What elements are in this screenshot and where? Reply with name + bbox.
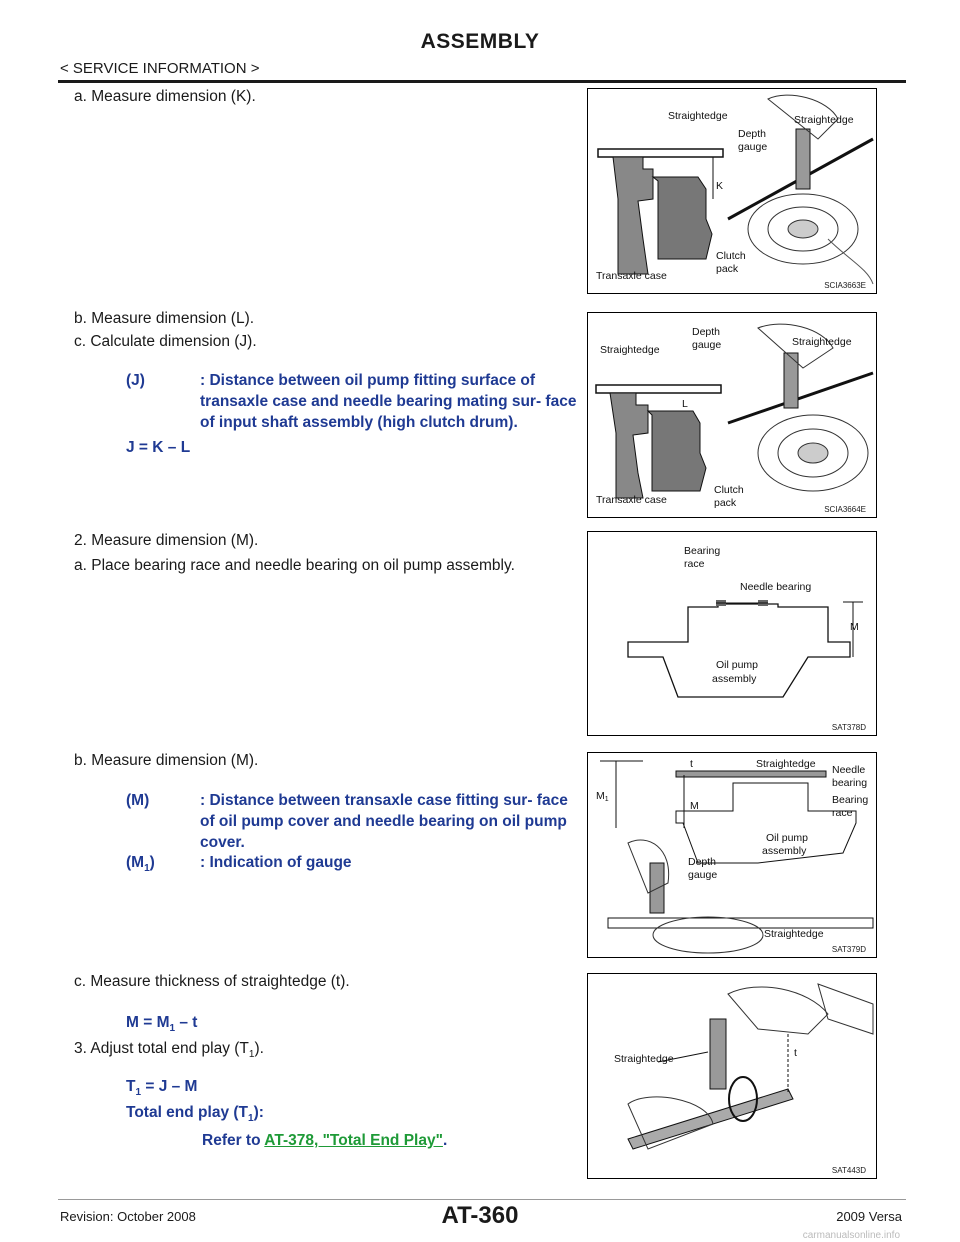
spec-j: (J) : Distance between oil pump fitting … [126,370,581,440]
label-m: M [850,621,859,633]
label-straightedge: Straightedge [756,758,816,770]
label-m1: M1 [596,790,609,803]
figure-oil-pump-bearing: Bearing race Needle bearing M Oil pump a… [587,531,877,736]
figure-code: SAT379D [831,945,866,954]
label-straightedge-2: Straightedge [764,928,824,940]
figure-measure-t: Straightedge t SAT443D [587,973,877,1179]
spec-m1-key: (M1) [126,854,155,875]
total-end-play-label: Total end play (T1): [126,1104,264,1125]
label-m: M [690,800,699,812]
label-oil-pump: Oil pump [716,659,758,671]
step-c-calc-j: c. Calculate dimension (J). [74,333,257,350]
label-transaxle-case: Transaxle case [596,494,667,506]
label-k: K [716,180,723,192]
spec-j-key: (J) [126,372,145,389]
spec-m1: (M1) : Indication of gauge [126,852,581,874]
spec-m-key: (M) [126,792,150,809]
step-2-measure-m: 2. Measure dimension (M). [74,532,259,549]
step-a-place-bearing: a. Place bearing race and needle bearing… [74,557,515,574]
label-pack: pack [714,497,737,509]
label-gauge: gauge [692,339,721,351]
label-depth: Depth [692,326,720,338]
footer-rule [58,1199,906,1200]
label-transaxle-case: Transaxle case [596,270,667,282]
label-clutch: Clutch [714,484,744,496]
spec-m: (M) : Distance between transaxle case fi… [126,790,581,860]
page-title: ASSEMBLY [420,30,540,53]
ref-link-total-end-play[interactable]: AT-378, "Total End Play" [264,1132,443,1149]
step-a-measure-k: a. Measure dimension (K). [74,88,256,105]
figure-code: SAT443D [831,1166,866,1175]
section-label: < SERVICE INFORMATION > [60,60,260,77]
footer-page-number: AT-360 [441,1202,519,1229]
label-clutch: Clutch [716,250,746,262]
label-depth: Depth [688,856,716,868]
refer-line: Refer to AT-378, "Total End Play". [202,1132,448,1149]
figure-measure-l: Straightedge Depth gauge Straightedge L … [587,312,877,518]
formula-j: J = K – L [126,439,191,456]
figure-code: SAT378D [831,723,866,732]
figure-measure-m: t Straightedge Needle bearing Bearing ra… [587,752,877,958]
label-straightedge-2: Straightedge [792,336,852,348]
label-bearing: Bearing [684,545,720,557]
header-rule [58,80,906,83]
formula-t1: T1 = J – M [126,1078,198,1099]
label-race: race [832,807,853,819]
label-straightedge-2: Straightedge [794,114,854,126]
label-needle: Needle [832,764,865,776]
label-l: L [682,398,688,410]
label-bearing-2: Bearing [832,794,868,806]
figure-code: SCIA3663E [824,281,866,290]
label-pack: pack [716,263,739,275]
label-straightedge: Straightedge [614,1053,674,1065]
label-depth: Depth [738,128,766,140]
spec-m-value: : Distance between transaxle case fittin… [200,792,568,851]
footer-revision: Revision: October 2008 [60,1209,196,1224]
label-gauge: gauge [688,869,717,881]
step-b-measure-l: b. Measure dimension (L). [74,310,255,327]
step-c-measure-t: c. Measure thickness of straightedge (t)… [74,973,350,990]
label-assembly: assembly [762,845,807,857]
label-needle-bearing: Needle bearing [740,581,811,593]
step-3-adjust-end-play: 3. Adjust total end play (T1). [74,1040,264,1061]
figure-measure-k: Straightedge Depth gauge Straightedge K … [587,88,877,294]
spec-m1-value: : Indication of gauge [200,854,352,871]
watermark: carmanualsonline.info [802,1230,900,1241]
label-race: race [684,558,705,570]
figure-code: SCIA3664E [824,505,866,514]
label-bearing: bearing [832,777,867,789]
label-assembly: assembly [712,673,757,685]
label-straightedge: Straightedge [668,110,728,122]
spec-j-value: : Distance between oil pump fitting surf… [200,372,577,431]
formula-m: M = M1 – t [126,1014,198,1035]
step-b-measure-m: b. Measure dimension (M). [74,752,259,769]
footer-model: 2009 Versa [836,1209,902,1224]
label-straightedge: Straightedge [600,344,660,356]
label-t: t [690,758,693,770]
label-t: t [794,1047,797,1059]
label-oil-pump: Oil pump [766,832,808,844]
label-gauge: gauge [738,141,767,153]
